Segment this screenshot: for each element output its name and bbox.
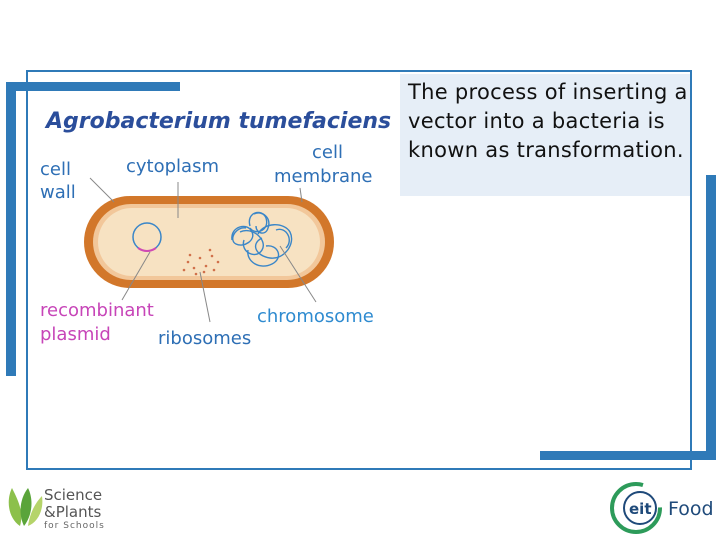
label-recombinant-plasmid-1: recombinant — [40, 300, 154, 321]
label-recombinant-plasmid-2: plasmid — [40, 324, 111, 345]
label-cytoplasm: cytoplasm — [126, 156, 219, 177]
ribosomes — [182, 248, 220, 276]
logo-left-line3: for Schools — [44, 521, 105, 531]
leader-lines — [89, 177, 317, 323]
leaf-icon — [8, 488, 43, 526]
logo-left-line2: &Plants — [44, 503, 101, 521]
eit-food-logo: eit Food — [610, 482, 714, 534]
label-ribosomes: ribosomes — [158, 328, 251, 349]
eit-mark-circle — [623, 491, 657, 525]
chromosome — [231, 211, 293, 267]
label-cell-wall-2: wall — [40, 182, 76, 203]
cytoplasm — [98, 208, 320, 276]
bottom-accent-bar — [540, 451, 716, 460]
explanation-text: The process of inserting a vector into a… — [408, 80, 688, 162]
content-frame — [26, 70, 692, 470]
label-cell-membrane-2: membrane — [274, 166, 372, 187]
explanation-textbox: The process of inserting a vector into a… — [400, 74, 690, 196]
diagram-title: Agrobacterium tumefaciens — [44, 109, 391, 134]
label-chromosome: chromosome — [257, 306, 374, 327]
eit-food-word: Food — [668, 498, 714, 520]
plasmid-insert — [137, 247, 157, 252]
left-accent-bar — [6, 82, 16, 376]
logo-left-line1: Science — [44, 486, 102, 504]
label-cell-membrane-1: cell — [312, 142, 343, 163]
right-accent-bar — [706, 175, 716, 460]
top-accent-bar — [6, 82, 180, 91]
bacterium-diagram: Agrobacterium tumefaciens cell wall cyto… — [40, 109, 391, 349]
eit-mark-text: eit — [629, 500, 652, 518]
science-plants-logo: Science &Plants for Schools — [8, 486, 105, 531]
label-cell-wall-1: cell — [40, 159, 71, 180]
eit-ring-icon — [610, 482, 662, 534]
